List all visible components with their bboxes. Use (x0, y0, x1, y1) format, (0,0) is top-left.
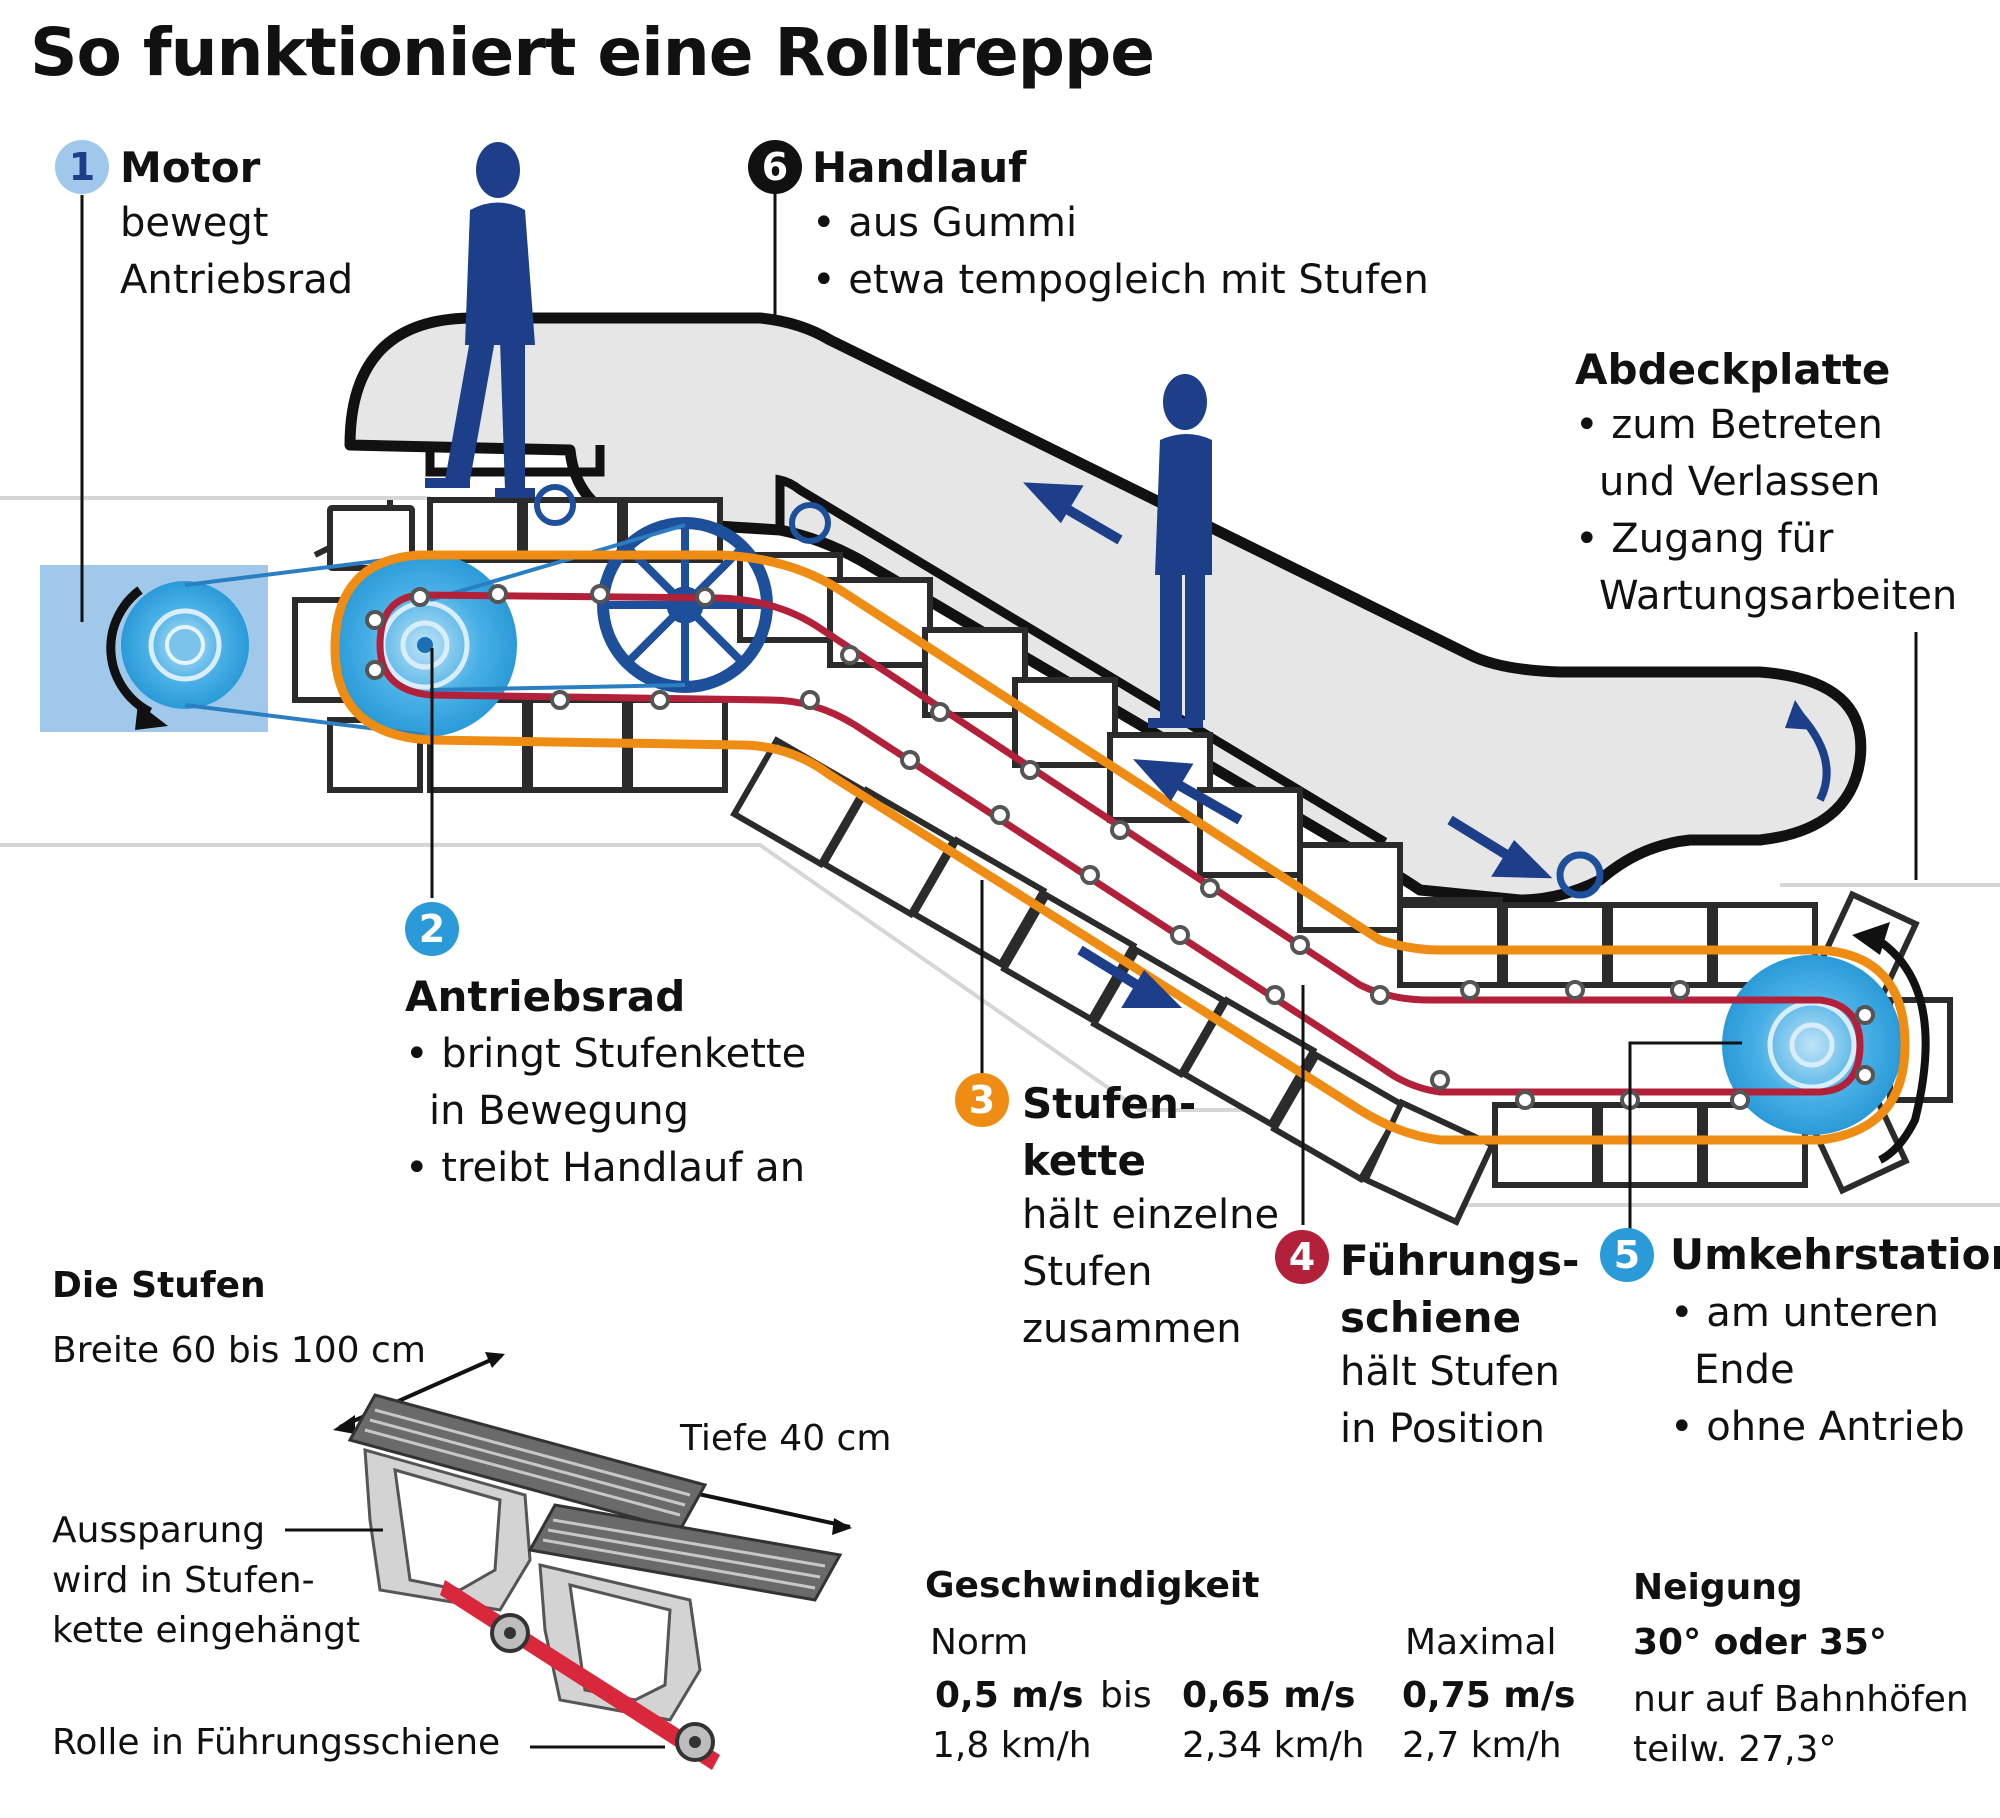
badge-stufenkette: 3 (955, 1073, 1009, 1127)
stufenkette-line: hält einzelne (1022, 1192, 1280, 1238)
motor-line: Antriebsrad (120, 257, 354, 303)
norm-high-ms: 0,65 m/s (1182, 1675, 1356, 1716)
fuehrungsschiene-title-line: Führungs- (1340, 1236, 1580, 1285)
stufen-title: Die Stufen (52, 1265, 266, 1306)
leader-lines (80, 190, 1918, 1250)
chain-joints (365, 584, 1875, 1110)
stufenkette-title: Stufen- kette (1022, 1075, 1196, 1189)
neigung-value: 30° oder 35° (1633, 1622, 1887, 1663)
stufen-tiefe: Tiefe 40 cm (680, 1418, 892, 1459)
badge-fuehrungsschiene: 4 (1275, 1230, 1329, 1284)
stufenkette-desc: hält einzelne Stufen zusammen (1022, 1187, 1279, 1358)
norm-high-kmh: 2,34 km/h (1182, 1725, 1365, 1766)
badge-handlauf: 6 (748, 140, 802, 194)
handlauf-title: Handlauf (812, 143, 1027, 192)
abdeckplatte-bullet: • zum Betreten (1575, 402, 1883, 448)
step-chain (330, 550, 1910, 1145)
umkehrstation-bullet: Ende (1694, 1347, 1795, 1393)
norm-label: Norm (930, 1622, 1029, 1663)
direction-arrows (1022, 482, 1553, 1008)
fuehrungsschiene-line: hält Stufen (1340, 1349, 1560, 1395)
fuehrungsschiene-title: Führungs- schiene (1340, 1232, 1579, 1346)
stufen-aussparung: Aussparung wird in Stufen- kette eingehä… (52, 1506, 360, 1656)
abdeckplatte-bullet: Wartungsarbeiten (1599, 573, 1958, 619)
aussparung-line: kette eingehängt (52, 1610, 361, 1651)
stufenkette-title-line: Stufen- (1022, 1079, 1197, 1128)
antriebsrad-desc: • bringt Stufenkette in Bewegung • treib… (405, 1026, 806, 1197)
handlauf-desc: • aus Gummi • etwa tempogleich mit Stufe… (812, 195, 1429, 309)
rotate-arrow-icon (106, 586, 153, 717)
max-ms: 0,75 m/s (1402, 1675, 1576, 1716)
fuehrungsschiene-desc: hält Stufen in Position (1340, 1344, 1560, 1458)
umkehrstation-bullet: • ohne Antrieb (1670, 1404, 1965, 1450)
antriebsrad-bullet: • treibt Handlauf an (405, 1145, 806, 1191)
badge-antriebsrad: 2 (405, 902, 459, 956)
step-detail-illustration (285, 1352, 852, 1770)
fuehrungsschiene-line: in Position (1340, 1406, 1545, 1452)
abdeckplatte-title: Abdeckplatte (1575, 345, 1891, 394)
stufen-breite: Breite 60 bis 100 cm (52, 1330, 426, 1371)
motor-line: bewegt (120, 200, 269, 246)
antriebsrad-title: Antriebsrad (405, 972, 686, 1021)
norm-low-kmh: 1,8 km/h (932, 1725, 1092, 1766)
abdeckplatte-desc: • zum Betreten und Verlassen • Zugang fü… (1575, 397, 1957, 625)
handlauf-bullet: • aus Gummi (812, 200, 1078, 246)
geschwindigkeit-title: Geschwindigkeit (925, 1565, 1260, 1606)
norm-low-ms: 0,5 m/s (935, 1675, 1084, 1716)
handrail (344, 312, 1867, 906)
stufenkette-line: zusammen (1022, 1306, 1242, 1352)
abdeckplatte-bullet: • Zugang für (1575, 516, 1834, 562)
motor-box (40, 565, 268, 732)
umkehrstation-bullet: • am unteren (1670, 1290, 1940, 1336)
abdeckplatte-bullet: und Verlassen (1599, 459, 1881, 505)
neigung-desc: nur auf Bahnhöfen teilw. 27,3° (1633, 1675, 1969, 1775)
guide-rail (376, 591, 1864, 1096)
badge-motor: 1 (55, 140, 109, 194)
badge-umkehrstation: 5 (1600, 1228, 1654, 1282)
person-top-icon (425, 142, 535, 498)
max-kmh: 2,7 km/h (1402, 1725, 1562, 1766)
rotate-arrow-icon (1868, 931, 1930, 1164)
antriebsrad-bullet: in Bewegung (429, 1088, 690, 1134)
neigung-line: teilw. 27,3° (1633, 1729, 1837, 1770)
handlauf-bullet: • etwa tempogleich mit Stufen (812, 257, 1429, 303)
stufen-rolle: Rolle in Führungsschiene (52, 1722, 501, 1763)
antriebsrad-bullet: • bringt Stufenkette (405, 1031, 807, 1077)
umkehrstation-title: Umkehrstation (1670, 1230, 2000, 1279)
fuehrungsschiene-title-line: schiene (1340, 1293, 1522, 1342)
umkehrstation-desc: • am unteren Ende • ohne Antrieb (1670, 1285, 1965, 1456)
neigung-title: Neigung (1633, 1567, 1803, 1608)
motor-title: Motor (120, 143, 261, 192)
stufenkette-line: Stufen (1022, 1249, 1153, 1295)
max-label: Maximal (1405, 1622, 1557, 1663)
aussparung-line: wird in Stufen- (52, 1560, 315, 1601)
aussparung-line: Aussparung (52, 1510, 266, 1551)
bis-label: bis (1100, 1675, 1152, 1716)
stufenkette-title-line: kette (1022, 1136, 1146, 1185)
motor-desc: bewegt Antriebsrad (120, 195, 353, 309)
person-middle-icon (1148, 374, 1212, 728)
neigung-line: nur auf Bahnhöfen (1633, 1679, 1969, 1720)
page-title: So funktioniert eine Rolltreppe (30, 14, 1155, 91)
